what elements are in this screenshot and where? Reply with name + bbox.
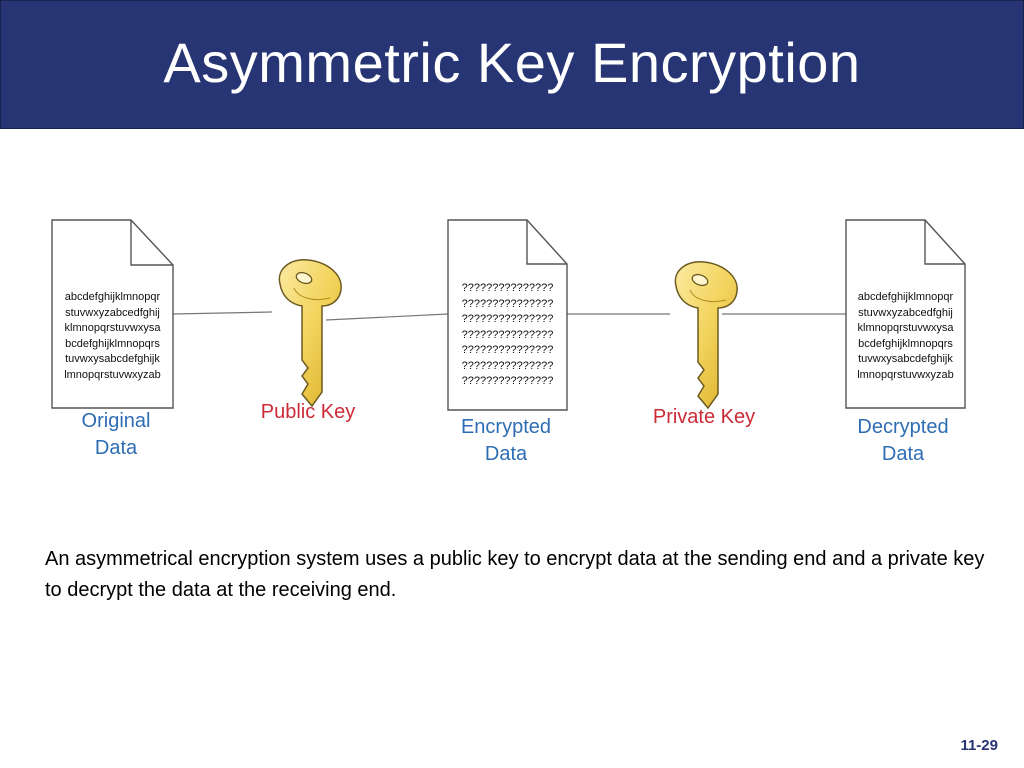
document-text-line: ??????????????? — [461, 328, 554, 341]
document-text-line: ??????????????? — [461, 375, 554, 387]
document-text-line: tuvwxysabcdefghijk — [65, 353, 160, 365]
encrypted-document-icon — [447, 219, 568, 411]
decrypted-document-icon — [845, 219, 966, 409]
document-text-line: stuvwxyzabcedfghij — [858, 306, 953, 319]
document-text-line: abcdefghijklmnopqr — [857, 291, 954, 303]
original-data-text: abcdefghijklmnopqr stuvwxyzabcedfghij klmn… — [52, 290, 173, 383]
encryption-diagram: abcdefghijklmnopqr stuvwxyzabcedfghij klmn… — [0, 200, 1024, 500]
connector-line-2 — [325, 313, 449, 321]
document-text-line: abcdefghijklmnopqr — [64, 291, 161, 303]
slide-title: Asymmetric Key Encryption — [163, 31, 861, 94]
diagram-graphics — [51, 219, 966, 411]
public-key-icon — [278, 259, 342, 408]
slide-number: 11-29 — [960, 737, 998, 754]
document-text-line: bcdefghijklmnopqrs — [858, 337, 953, 350]
document-text-line: ??????????????? — [461, 359, 554, 372]
document-text-line: bcdefghijklmnopqrs — [65, 337, 160, 350]
slide-caption: An asymmetrical encryption system uses a… — [45, 548, 985, 601]
title-bar: Asymmetric Key Encryption — [0, 0, 1024, 129]
document-text-line: klmnopqrstuvwxysa — [64, 322, 161, 334]
decrypted-data-text: abcdefghijklmnopqr stuvwxyzabcedfghij klmn… — [846, 290, 965, 383]
document-text-line: klmnopqrstuvwxysa — [857, 322, 954, 334]
private-key-label: Private Key — [652, 406, 756, 428]
public-key-label: Public Key — [260, 401, 356, 423]
encrypted-data-label: Encrypted Data — [460, 416, 552, 465]
document-text-line: ??????????????? — [461, 344, 554, 356]
document-text-line: ??????????????? — [461, 313, 554, 325]
document-text-line: lmnopqrstuvwxyzab — [857, 368, 954, 381]
decrypted-data-label: Decrypted Data — [857, 416, 949, 465]
document-text-line: tuvwxysabcdefghijk — [858, 353, 953, 365]
original-data-label: Original Data — [81, 410, 151, 459]
document-text-line: stuvwxyzabcedfghij — [65, 306, 160, 319]
connector-line-1 — [172, 311, 273, 315]
encrypted-data-text: ????????????????????????????????????????… — [448, 281, 567, 390]
original-document-icon — [51, 219, 174, 409]
document-text-line: ??????????????? — [461, 297, 554, 310]
document-text-line: ??????????????? — [461, 282, 554, 294]
document-text-line: lmnopqrstuvwxyzab — [64, 368, 161, 381]
private-key-icon — [674, 261, 738, 410]
